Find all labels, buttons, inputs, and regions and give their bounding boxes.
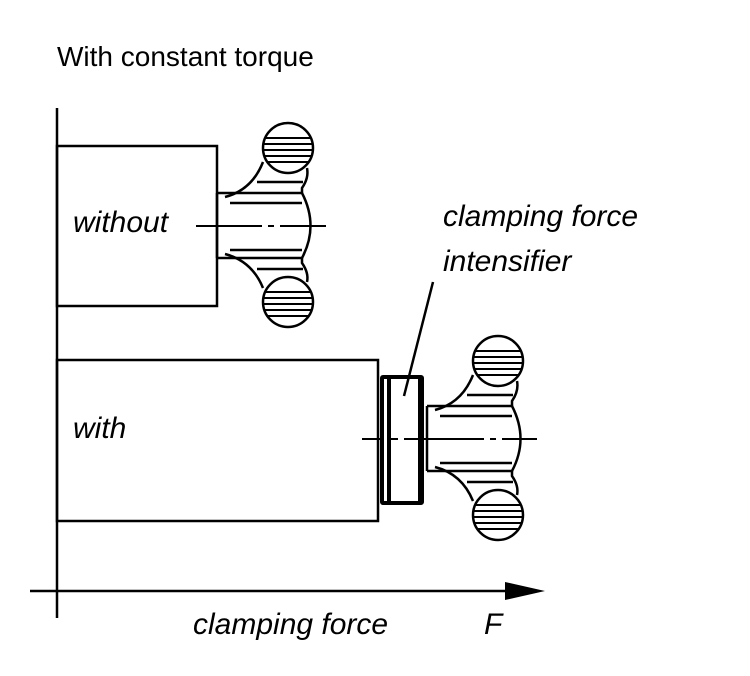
diagram-title: With constant torque xyxy=(57,41,314,72)
label-with: with xyxy=(73,412,126,445)
label-intensifier-line2: intensifier xyxy=(443,245,572,278)
with-intensifier-assembly: with xyxy=(55,334,537,542)
workpiece-with xyxy=(55,358,380,523)
label-intensifier-line1: clamping force xyxy=(443,200,638,233)
without-intensifier-assembly: without xyxy=(55,121,326,329)
x-axis-symbol: F xyxy=(484,608,504,641)
intensifier-leader-line xyxy=(402,281,435,397)
axes xyxy=(30,108,545,618)
x-axis-arrow-icon xyxy=(505,582,545,600)
label-without: without xyxy=(73,206,170,239)
x-axis-label: clamping force xyxy=(193,608,388,641)
